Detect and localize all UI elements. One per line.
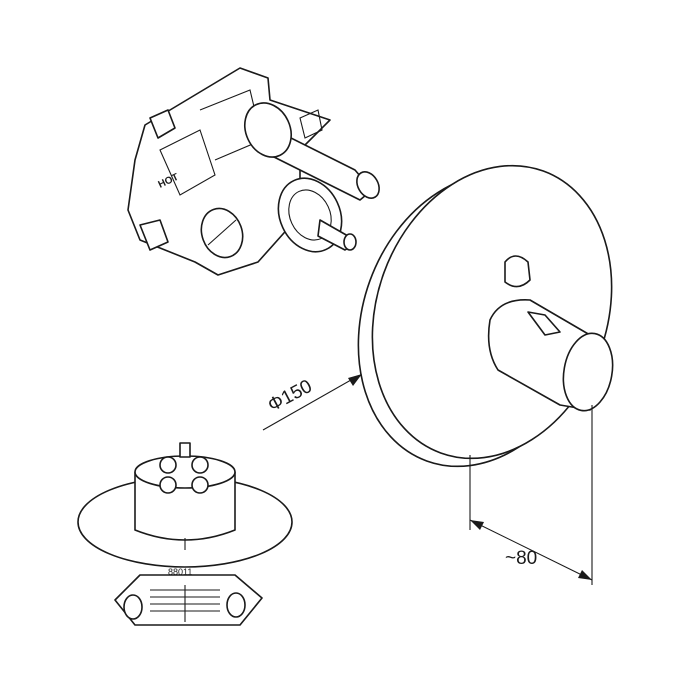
temperature-knob (504, 255, 531, 288)
depth-dimension: ~80 (469, 405, 593, 585)
depth-label: ~80 (505, 548, 537, 569)
cartridge-assembly: 88011 (77, 442, 293, 626)
diameter-dimension: Φ150 (262, 374, 362, 431)
safety-stop-button (527, 311, 561, 336)
part-number-label: 88011 (168, 567, 192, 577)
diameter-label: Φ150 (264, 376, 315, 417)
valve-body-assembly: HOT (127, 67, 380, 276)
trim-plate-assembly (357, 164, 614, 468)
